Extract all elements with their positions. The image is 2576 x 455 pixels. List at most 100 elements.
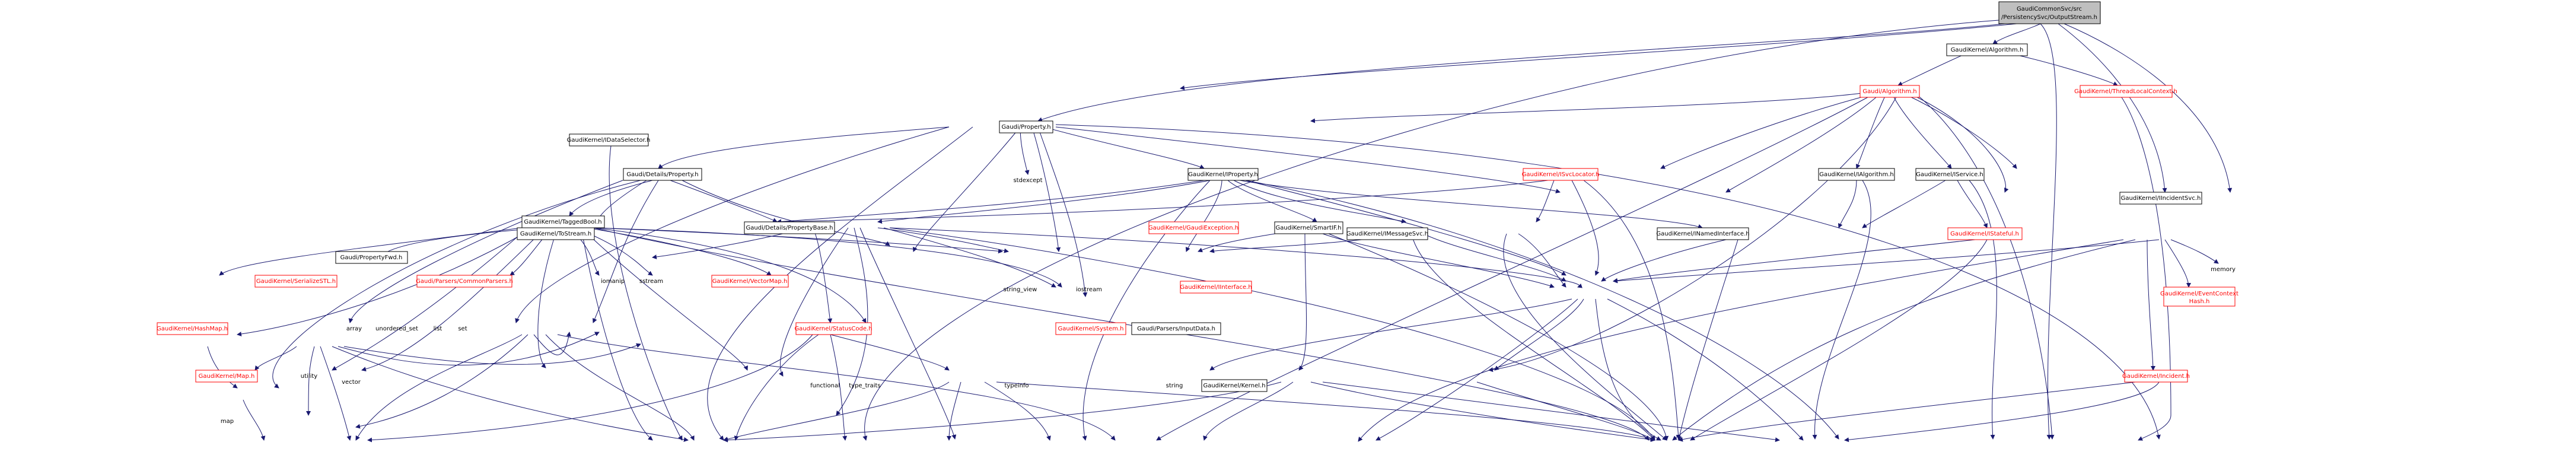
node-imessagesvc[interactable]: GaudiKernel/IMessageSvc.h <box>1346 227 1428 240</box>
node-iproperty[interactable]: GaudiKernel/IProperty.h <box>1187 168 1259 181</box>
node-map-std[interactable]: map <box>216 415 238 427</box>
root-node[interactable]: GaudiCommonSvc/src /PersistencySvc/Outpu… <box>1998 1 2101 24</box>
svg-text:unordered_set: unordered_set <box>375 326 418 332</box>
node-set[interactable]: set <box>454 323 471 335</box>
svg-text:GaudiKernel/VectorMap.h: GaudiKernel/VectorMap.h <box>712 278 788 285</box>
svg-text:list: list <box>434 326 442 332</box>
svg-text:GaudiKernel/Algorithm.h: GaudiKernel/Algorithm.h <box>1951 47 2024 53</box>
node-map[interactable]: GaudiKernel/Map.h <box>195 370 258 383</box>
node-unordered-set[interactable]: unordered_set <box>372 323 421 335</box>
node-propertybase[interactable]: Gaudi/Details/PropertyBase.h <box>744 221 835 234</box>
svg-text:Gaudi/PropertyFwd.h: Gaudi/PropertyFwd.h <box>340 254 403 261</box>
svg-text:sstream: sstream <box>639 278 663 285</box>
node-threadlocalcontext[interactable]: GaudiKernel/ThreadLocalContext.h <box>2074 85 2177 98</box>
node-istateful[interactable]: GaudiKernel/IStateful.h <box>1947 227 2023 240</box>
svg-text:iostream: iostream <box>1076 287 1102 293</box>
svg-text:iomanip: iomanip <box>601 278 625 285</box>
node-list[interactable]: list <box>429 323 446 335</box>
edges <box>207 20 2233 443</box>
svg-text:GaudiKernel/IStateful.h: GaudiKernel/IStateful.h <box>1950 231 2019 237</box>
svg-text:set: set <box>458 326 467 332</box>
svg-text:map: map <box>221 418 234 425</box>
node-serializestl[interactable]: GaudiKernel/SerializeSTL.h <box>254 275 337 288</box>
svg-text:GaudiKernel/INamedInterface.h: GaudiKernel/INamedInterface.h <box>1656 231 1749 237</box>
svg-text:vector: vector <box>342 379 361 386</box>
node-inputdata[interactable]: Gaudi/Parsers/InputData.h <box>1131 322 1221 335</box>
node-details-property[interactable]: Gaudi/Details/Property.h <box>623 168 702 181</box>
root-label-line1: GaudiCommonSvc/src <box>2017 6 2082 12</box>
node-iomanip[interactable]: iomanip <box>599 275 626 287</box>
svg-text:GaudiKernel/Incident.h: GaudiKernel/Incident.h <box>2122 373 2190 380</box>
svg-text:string_view: string_view <box>1004 287 1037 293</box>
svg-text:GaudiKernel/SmartIF.h: GaudiKernel/SmartIF.h <box>1276 225 1342 231</box>
node-string-view[interactable]: string_view <box>999 284 1041 295</box>
svg-text:string: string <box>1166 383 1183 389</box>
node-stdexcept[interactable]: stdexcept <box>1012 174 1044 186</box>
node-vectormap[interactable]: GaudiKernel/VectorMap.h <box>711 275 789 288</box>
root-label-line2: /PersistencySvc/OutputStream.h <box>2001 14 2097 21</box>
node-hashmap[interactable]: GaudiKernel/HashMap.h <box>157 322 228 335</box>
svg-text:Gaudi/Property.h: Gaudi/Property.h <box>1001 124 1050 131</box>
node-gaudi-algorithm[interactable]: Gaudi/Algorithm.h <box>1859 85 1920 98</box>
node-ialgorithm[interactable]: GaudiKernel/IAlgorithm.h <box>1818 168 1895 181</box>
svg-text:GaudiKernel/HashMap.h: GaudiKernel/HashMap.h <box>157 326 228 332</box>
node-smartif[interactable]: GaudiKernel/SmartIF.h <box>1274 221 1343 234</box>
node-isvclocator[interactable]: GaudiKernel/ISvcLocator.h <box>1522 168 1600 181</box>
svg-text:GaudiKernel/System.h: GaudiKernel/System.h <box>1058 326 1124 332</box>
svg-text:GaudiKernel/Kernel.h: GaudiKernel/Kernel.h <box>1203 383 1265 389</box>
svg-text:GaudiKernel/IMessageSvc.h: GaudiKernel/IMessageSvc.h <box>1346 231 1428 237</box>
svg-text:GaudiKernel/GaudiException.h: GaudiKernel/GaudiException.h <box>1148 225 1238 231</box>
svg-text:GaudiKernel/IProperty.h: GaudiKernel/IProperty.h <box>1188 171 1257 178</box>
node-iinterface[interactable]: GaudiKernel/IInterface.h <box>1180 281 1252 294</box>
svg-text:GaudiKernel/TaggedBool.h: GaudiKernel/TaggedBool.h <box>524 219 601 225</box>
svg-text:GaudiKernel/SerializeSTL.h: GaudiKernel/SerializeSTL.h <box>256 278 336 285</box>
node-algorithm[interactable]: GaudiKernel/Algorithm.h <box>1946 43 2028 56</box>
node-array[interactable]: array <box>343 323 365 335</box>
node-taggedbool[interactable]: GaudiKernel/TaggedBool.h <box>521 215 605 228</box>
svg-text:GaudiKernel/EventContext: GaudiKernel/EventContext <box>2160 291 2239 297</box>
svg-text:Gaudi/Parsers/CommonParsers.h: Gaudi/Parsers/CommonParsers.h <box>416 278 513 285</box>
node-gaudi-property[interactable]: Gaudi/Property.h <box>999 120 1053 133</box>
svg-text:Gaudi/Details/PropertyBase.h: Gaudi/Details/PropertyBase.h <box>746 225 833 231</box>
node-commonparsers[interactable]: Gaudi/Parsers/CommonParsers.h <box>416 275 513 288</box>
svg-text:GaudiKernel/ISvcLocator.h: GaudiKernel/ISvcLocator.h <box>1522 171 1600 178</box>
node-iostream[interactable]: iostream <box>1074 284 1104 295</box>
node-utility[interactable]: utility <box>295 370 323 382</box>
node-tostream[interactable]: GaudiKernel/ToStream.h <box>517 227 595 240</box>
node-statuscode[interactable]: GaudiKernel/StatusCode.h <box>794 322 873 335</box>
node-functional[interactable]: functional <box>808 380 842 392</box>
node-idataselector[interactable]: GaudiKernel/IDataSelector.h <box>567 133 651 147</box>
node-propertyfwd[interactable]: Gaudi/PropertyFwd.h <box>335 251 408 264</box>
node-vector[interactable]: vector <box>338 376 364 388</box>
node-iincidentsvc[interactable]: GaudiKernel/IIncidentSvc.h <box>2119 192 2202 205</box>
svg-text:type_traits: type_traits <box>849 383 880 389</box>
svg-text:GaudiKernel/ToStream.h: GaudiKernel/ToStream.h <box>520 231 591 237</box>
svg-text:Hash.h: Hash.h <box>2189 298 2210 305</box>
svg-text:Gaudi/Details/Property.h: Gaudi/Details/Property.h <box>626 171 698 178</box>
svg-text:GaudiKernel/Map.h: GaudiKernel/Map.h <box>199 373 255 380</box>
svg-text:typeinfo: typeinfo <box>1004 383 1029 389</box>
node-gaudiexception[interactable]: GaudiKernel/GaudiException.h <box>1148 221 1239 234</box>
node-system[interactable]: GaudiKernel/System.h <box>1055 322 1126 335</box>
svg-text:GaudiKernel/IAlgorithm.h: GaudiKernel/IAlgorithm.h <box>1819 171 1894 178</box>
node-string[interactable]: string <box>1163 380 1186 392</box>
node-inamedinterface[interactable]: GaudiKernel/INamedInterface.h <box>1656 227 1750 240</box>
svg-text:Gaudi/Parsers/InputData.h: Gaudi/Parsers/InputData.h <box>1137 326 1215 332</box>
svg-text:GaudiKernel/ThreadLocalContext: GaudiKernel/ThreadLocalContext.h <box>2074 88 2177 95</box>
svg-text:GaudiKernel/IService.h: GaudiKernel/IService.h <box>1916 171 1983 178</box>
node-incident[interactable]: GaudiKernel/Incident.h <box>2122 370 2190 383</box>
node-sstream[interactable]: sstream <box>638 275 665 287</box>
svg-text:GaudiKernel/StatusCode.h: GaudiKernel/StatusCode.h <box>794 326 872 332</box>
node-iservice[interactable]: GaudiKernel/IService.h <box>1915 168 1985 181</box>
svg-text:GaudiKernel/IIncidentSvc.h: GaudiKernel/IIncidentSvc.h <box>2121 195 2201 202</box>
svg-text:Gaudi/Algorithm.h: Gaudi/Algorithm.h <box>1862 88 1916 95</box>
node-memory[interactable]: memory <box>2209 263 2237 275</box>
node-type-traits[interactable]: type_traits <box>846 380 883 392</box>
svg-text:utility: utility <box>301 373 318 380</box>
node-kernel[interactable]: GaudiKernel/Kernel.h <box>1201 379 1268 392</box>
svg-text:stdexcept: stdexcept <box>1013 177 1042 184</box>
node-typeinfo[interactable]: typeinfo <box>1001 380 1032 392</box>
svg-text:GaudiKernel/IInterface.h: GaudiKernel/IInterface.h <box>1180 284 1252 291</box>
